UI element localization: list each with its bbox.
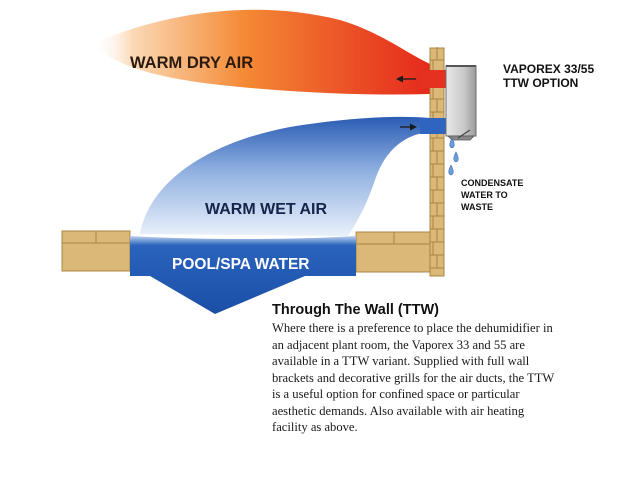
vaporex-unit [445, 65, 477, 141]
section-body: Where there is a preference to place the… [272, 320, 632, 436]
right-coping [355, 231, 431, 273]
warm-dry-air-plume [92, 9, 430, 95]
left-coping [61, 230, 131, 272]
condensate-label-line: CONDENSATE [461, 178, 524, 188]
wet-air-duct [420, 118, 446, 134]
body-line: facility as above. [272, 420, 358, 434]
warm-wet-air-plume [140, 116, 430, 236]
wet-air-arrow [400, 123, 417, 131]
section-title: Through The Wall (TTW) [272, 302, 439, 318]
product-label: VAPOREX 33/55 TTW OPTION [503, 62, 623, 90]
dry-air-duct [420, 70, 446, 88]
warm-dry-air-label: WARM DRY AIR [130, 54, 253, 72]
product-label-line: TTW OPTION [503, 76, 579, 90]
body-line: aesthetic demands. Also available with a… [272, 403, 525, 418]
body-line: an adjacent plant room, the Vaporex 33 a… [272, 337, 525, 352]
pool-water [130, 236, 356, 314]
product-label-line: VAPOREX 33/55 [503, 62, 595, 76]
ttw-description: Through The Wall (TTW) Where there is a … [272, 300, 632, 436]
warm-wet-air-label: WARM WET AIR [205, 201, 328, 218]
body-line: Where there is a preference to place the… [272, 321, 553, 335]
condensate-label-line: WASTE [461, 202, 494, 212]
dry-air-arrow [396, 75, 416, 83]
body-line: is a useful option for confined space or… [272, 387, 520, 401]
condensate-label: CONDENSATE WATER TO WASTE [461, 177, 541, 213]
body-line: brackets and decorative grills for the a… [272, 370, 555, 385]
condensate-drops [448, 137, 459, 176]
body-line: available in a TTW variant. Supplied wit… [272, 354, 530, 368]
pool-water-label: POOL/SPA WATER [172, 256, 310, 273]
condensate-label-line: WATER TO [461, 190, 508, 200]
